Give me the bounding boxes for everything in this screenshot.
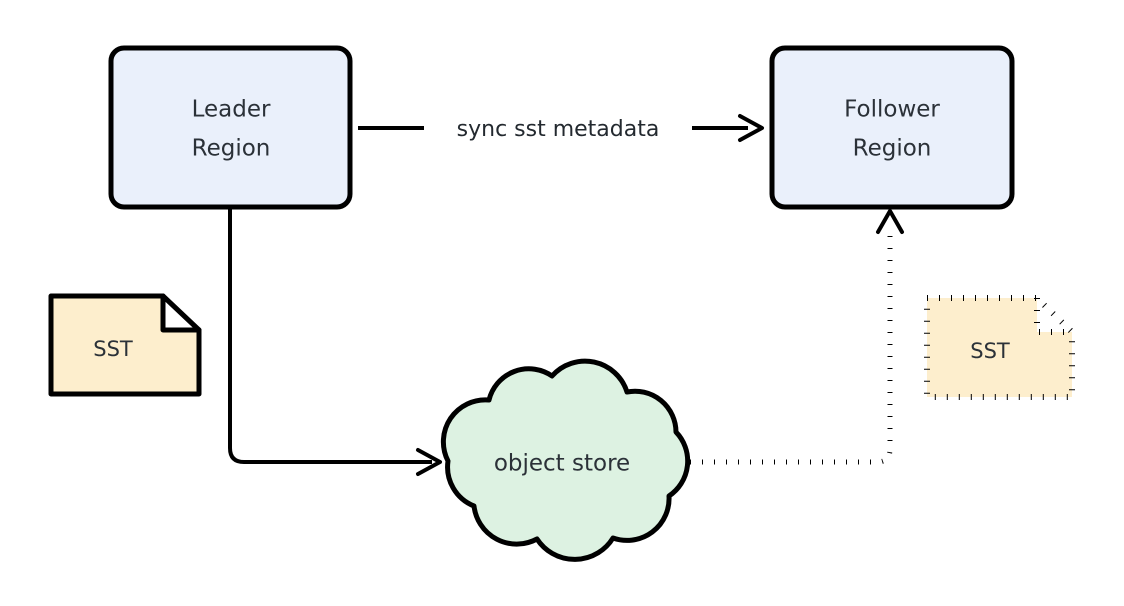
follower-region-label-line2: Region (853, 136, 932, 162)
node-sst-leader[interactable]: SST (48, 293, 202, 397)
edge-object-store-to-follower-arrowhead (876, 209, 904, 234)
object-store-cloud-shape[interactable] (440, 358, 691, 562)
edge-leader-to-follower-arrowhead (738, 114, 764, 142)
leader-region-label-line2: Region (192, 136, 271, 162)
edge-leader-to-object-store (228, 207, 442, 476)
node-sst-follower[interactable]: SST (924, 295, 1075, 400)
object-store-label: object store (494, 451, 630, 477)
sst-leader-outline[interactable] (48, 293, 202, 397)
sst-follower-fold-fill (1037, 298, 1072, 332)
sst-follower-label: SST (970, 339, 1010, 363)
sst-leader-label: SST (93, 337, 133, 361)
edge-leader-to-object-store-arrowhead (416, 448, 442, 476)
edge-object-store-to-follower-line (690, 227, 893, 465)
sst-leader-fold-line (160, 293, 202, 333)
leader-region-box[interactable] (108, 45, 353, 210)
node-follower-region[interactable]: Follower Region (769, 45, 1015, 210)
edge-leader-to-object-store-line (228, 207, 432, 464)
follower-region-label-line1: Follower (844, 97, 940, 123)
leader-region-label-line1: Leader (192, 97, 271, 123)
node-leader-region[interactable]: Leader Region (108, 45, 353, 210)
edge-label-sync-sst-metadata: sync sst metadata (457, 117, 660, 142)
edge-object-store-to-follower (690, 209, 904, 465)
follower-region-box[interactable] (769, 45, 1015, 210)
edge-leader-to-follower: sync sst metadata (358, 114, 764, 142)
node-object-store[interactable]: object store (440, 358, 691, 562)
